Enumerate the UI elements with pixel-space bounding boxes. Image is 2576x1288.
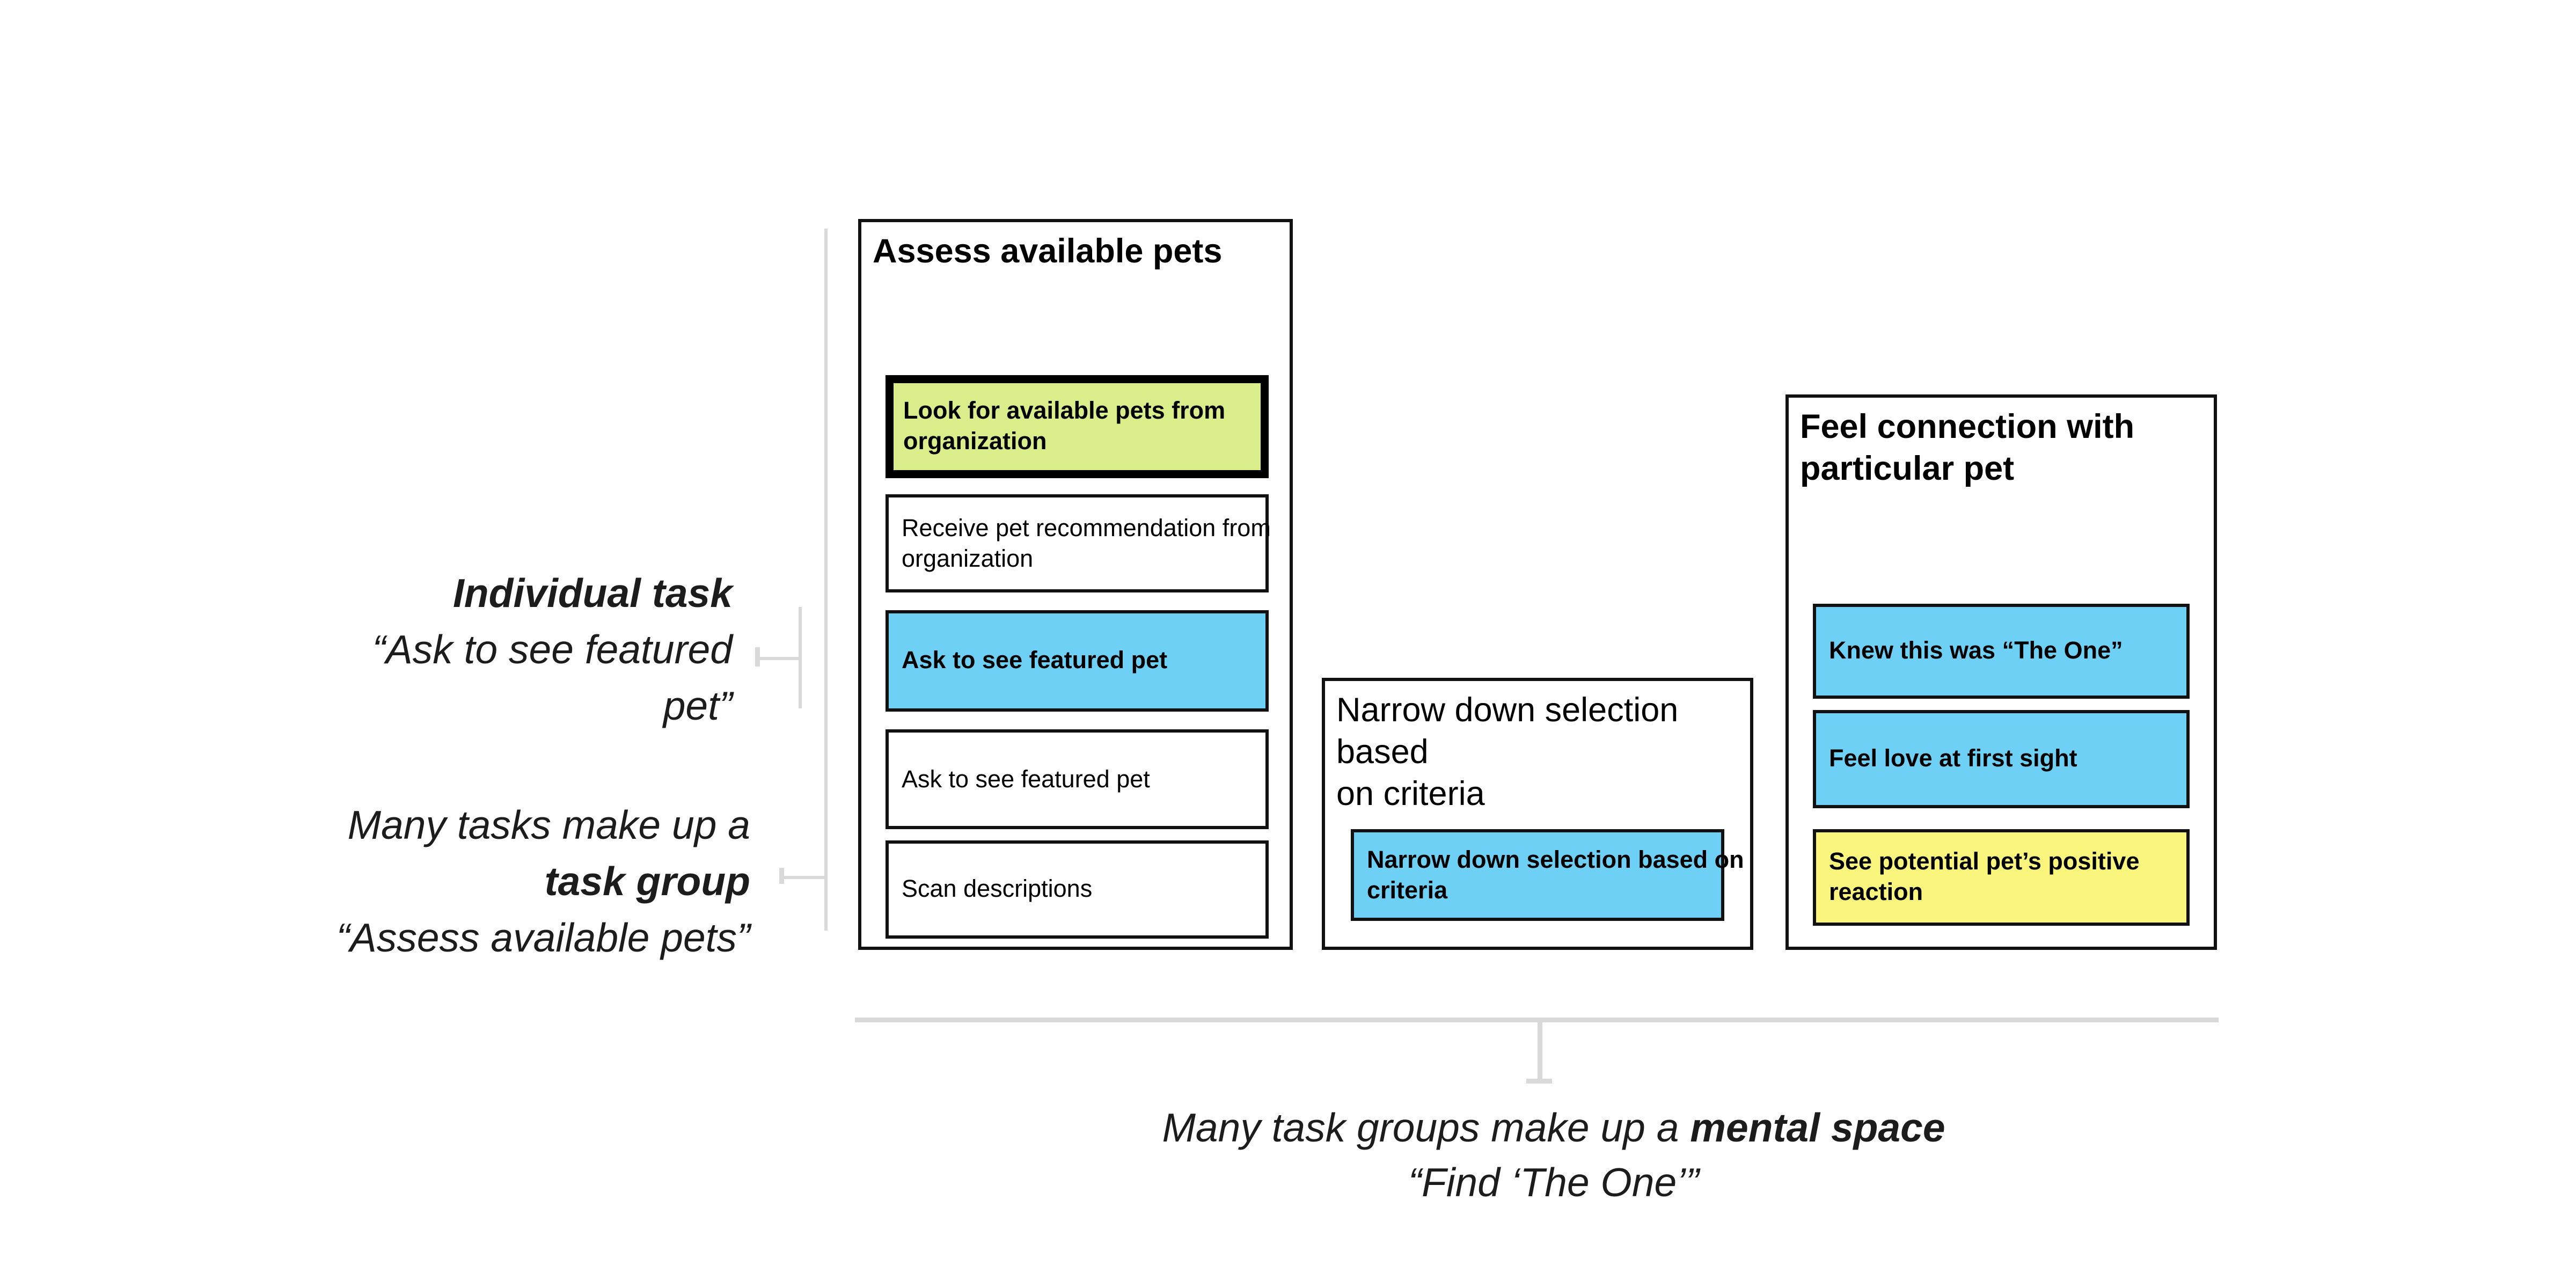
- task-card-ask-to-see-featured-pet-blue: Ask to see featured pet: [885, 610, 1269, 712]
- mental-space-bracket-line: [855, 1018, 2219, 1022]
- task-card-knew-this-was-the-one: Knew this was “The One”: [1813, 604, 2190, 699]
- mental-space-caption: Many task groups make up a mental space …: [902, 1101, 2206, 1211]
- caption-line: Many task groups make up a mental space: [1162, 1106, 1945, 1151]
- task-group-title: Assess available pets: [873, 233, 1223, 270]
- annotation-line: Individual task: [452, 572, 733, 617]
- annotation-line: task group: [544, 860, 750, 905]
- annotation-line: Many tasks make up a: [347, 803, 750, 848]
- task-card-feel-love-at-first-sight: Feel love at first sight: [1813, 710, 2190, 808]
- annotation-line: “Assess available pets”: [336, 916, 750, 961]
- task-group-assess-available-pets: Assess available pets Look for available…: [858, 219, 1293, 950]
- task-card-see-positive-reaction: See potential pet’s positive reaction: [1813, 829, 2190, 926]
- caption-line: “Find ‘The One’”: [1408, 1161, 1699, 1206]
- task-card-narrow-down-selection: Narrow down selection based on criteria: [1351, 829, 1744, 921]
- task-group-annotation: Many tasks make up a task group “Assess …: [225, 799, 750, 968]
- task-group-narrow-down-selection: Narrow down selection based on criteria …: [1322, 678, 1753, 950]
- task-card-look-for-available-pets: Look for available pets from organizatio…: [885, 375, 1269, 478]
- task-group-title: Feel connection with particular pet: [1800, 409, 2135, 488]
- task-card-receive-pet-recommendation: Receive pet recommendation from organiza…: [885, 494, 1271, 592]
- task-group-title: Narrow down selection based on criteria: [1336, 692, 1679, 813]
- task-card-scan-descriptions: Scan descriptions: [885, 840, 1269, 939]
- annotation-line: “Ask to see featured: [372, 628, 733, 673]
- mental-space-bracket-tick: [1538, 1021, 1542, 1082]
- individual-task-connector-tick: [797, 607, 802, 708]
- task-group-connector-line: [779, 875, 824, 879]
- task-group-vertical-guide-line: [823, 229, 828, 931]
- annotation-line: pet”: [663, 684, 733, 729]
- individual-task-connector-line: [755, 656, 802, 660]
- mental-space-bracket-cap: [1526, 1079, 1552, 1084]
- task-card-ask-to-see-featured-pet: Ask to see featured pet: [885, 729, 1269, 829]
- individual-task-annotation: Individual task “Ask to see featured pet…: [225, 567, 733, 736]
- task-group-feel-connection: Feel connection with particular pet Knew…: [1785, 394, 2217, 950]
